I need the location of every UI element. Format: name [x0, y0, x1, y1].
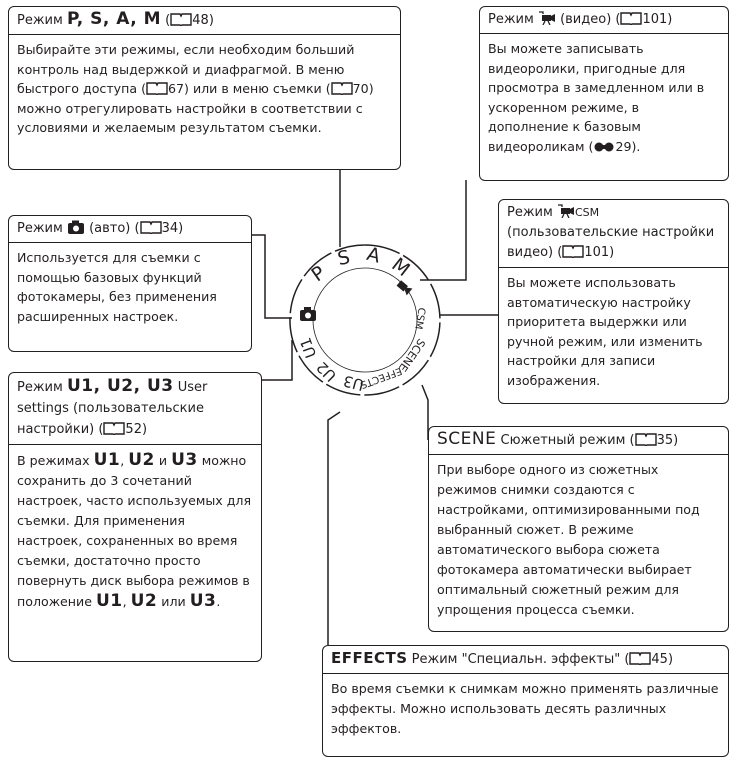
mode-auto-box: Режим (авто) (34) Используется для съемк…	[8, 215, 252, 352]
book-icon	[139, 221, 162, 235]
page-ref: 48	[192, 13, 209, 28]
mode-user-header: Режим U1, U2, U3 User settings (пользова…	[9, 373, 261, 445]
book-icon	[170, 13, 192, 27]
leader-line-user	[262, 340, 293, 381]
mode-psam-box: Режим P, S, A, M (48) Выбирайте эти режи…	[8, 6, 401, 170]
mode-effects-description: Во время съемки к снимкам можно применят…	[331, 681, 719, 736]
dial-camera-icon	[300, 307, 316, 321]
dial-label-u2: U2	[313, 358, 340, 385]
mode-csm-header: Режим CSM (пользовательские настройки ви…	[499, 200, 728, 268]
leader-line-auto	[252, 234, 292, 319]
book-icon	[629, 652, 652, 666]
effects-label: EFFECTS	[331, 649, 408, 667]
mode-scene-header: SCENE Сюжетный режим (35)	[429, 427, 728, 455]
dial-label-p: P	[308, 262, 330, 287]
mode-user-description: В режимах U1, U2 и U3 можно сохранить до…	[17, 450, 252, 611]
book-icon	[634, 433, 657, 447]
mode-psam-description: Выбирайте эти режимы, если необходим бол…	[17, 42, 374, 135]
mode-csm-box: Режим CSM (пользовательские настройки ви…	[498, 199, 729, 404]
dial-outline	[289, 244, 441, 396]
mode-letters: P, S, A, M	[66, 9, 162, 29]
reference-link-icon	[594, 142, 614, 151]
dial-label-effects: EFFECTS	[358, 365, 403, 390]
leader-line-movie	[420, 180, 467, 281]
mode-psam-header: Режим P, S, A, M (48)	[9, 7, 400, 35]
dial-label-m: M	[387, 254, 413, 281]
mode-movie-header: Режим (видео) (101)	[480, 7, 728, 34]
book-icon	[620, 12, 643, 26]
book-icon	[103, 422, 126, 436]
mode-effects-header: EFFECTS Режим "Специальн. эффекты" (45)	[323, 646, 728, 674]
leader-line-scene	[421, 384, 429, 440]
mode-user-box: Режим U1, U2, U3 User settings (пользова…	[8, 372, 262, 662]
mode-effects-box: EFFECTS Режим "Специальн. эффекты" (45) …	[322, 645, 729, 757]
dial-label-csm: CSM	[412, 307, 427, 331]
leader-line-effects	[327, 411, 341, 645]
book-icon	[562, 245, 585, 259]
dial-label-u1: U1	[296, 335, 320, 360]
book-icon	[330, 82, 353, 96]
mode-auto-description: Используется для съемки с помощью базовы…	[17, 250, 217, 324]
mode-csm-description: Вы можете использовать автоматическую на…	[507, 275, 703, 388]
scene-label: SCENE	[437, 429, 497, 449]
mode-movie-box: Режим (видео) (101) Вы можете записывать…	[479, 6, 729, 181]
mode-auto-header: Режим (авто) (34)	[9, 216, 251, 243]
mode-movie-description: Вы можете записывать видеоролики, пригод…	[488, 41, 705, 154]
movie-camera-icon	[538, 11, 555, 26]
mode-letters: U1, U2, U3	[66, 376, 174, 396]
mode-scene-description: При выборе одного из сюжетных режимов сн…	[437, 462, 700, 617]
book-icon	[146, 82, 168, 96]
dial-label-s: S	[336, 246, 352, 270]
dial-movie-icon	[396, 280, 413, 296]
mode-scene-box: SCENE Сюжетный режим (35) При выборе одн…	[428, 426, 729, 632]
movie-camera-icon	[557, 204, 574, 219]
dial-label-a: A	[364, 243, 382, 268]
dial-label-u3: U3	[341, 371, 365, 394]
camera-icon	[67, 220, 84, 234]
